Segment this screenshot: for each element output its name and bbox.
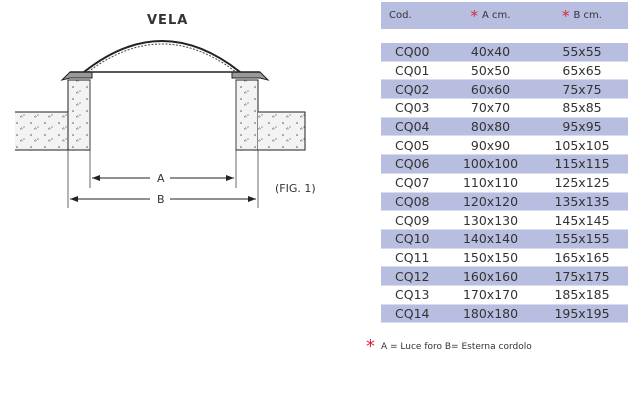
cell-b: 195x195 <box>554 305 610 321</box>
cell-code: CQ04 <box>395 119 430 135</box>
cell-code: CQ13 <box>395 287 430 303</box>
cell-b: 105x105 <box>554 137 610 153</box>
cell-code: CQ08 <box>395 193 430 209</box>
table-row: CQ01 50x50 65x65 <box>381 62 628 81</box>
cell-a: 120x120 <box>462 193 519 209</box>
cell-code: CQ02 <box>395 81 430 97</box>
cell-a: 60x60 <box>470 81 511 97</box>
table-row: CQ09 130x130 145x145 <box>381 211 628 230</box>
cell-a: 140x140 <box>462 231 519 247</box>
table-row: CQ02 60x60 75x75 <box>381 80 628 100</box>
cell-b: 145x145 <box>554 212 610 228</box>
table-row: CQ13 170x170 185x185 <box>381 286 628 305</box>
dimension-b-arrow-right <box>248 196 256 202</box>
header-spacer <box>381 29 628 43</box>
cell-b: 75x75 <box>562 81 602 97</box>
legend-text: A = Luce foro B= Esterna cordolo <box>381 342 532 352</box>
dimension-b-label: B <box>157 193 165 206</box>
drawing-title: VELA <box>147 13 188 28</box>
cell-code: CQ05 <box>395 137 430 153</box>
table-row: CQ07 110x110 125x125 <box>381 174 628 193</box>
table-row: CQ06 100x100 115x115 <box>381 155 628 174</box>
asterisk-icon: * <box>366 336 375 357</box>
cell-b: 135x135 <box>554 193 610 209</box>
header-b: * B cm. <box>536 6 628 25</box>
curb-right <box>235 79 259 151</box>
rim-right <box>231 71 270 81</box>
cell-b: 125x125 <box>554 175 610 191</box>
cell-a: 50x50 <box>470 63 511 79</box>
cell-code: CQ10 <box>395 231 430 247</box>
header-b-label: B cm. <box>573 10 602 21</box>
header-code: Cod. <box>389 10 412 21</box>
dimension-a-arrow-left <box>92 175 100 181</box>
cell-b: 165x165 <box>554 249 610 265</box>
cell-a: 110x110 <box>462 175 519 191</box>
table-row: CQ11 150x150 165x165 <box>381 249 628 268</box>
cell-b: 175x175 <box>554 268 610 284</box>
table-row: CQ03 70x70 85x85 <box>381 99 628 118</box>
table-row: CQ14 180x180 195x195 <box>381 304 628 324</box>
cell-a: 70x70 <box>470 100 511 116</box>
cell-a: 90x90 <box>470 137 511 153</box>
cell-b: 155x155 <box>554 231 610 247</box>
table-row: CQ00 40x40 55x55 <box>381 43 628 62</box>
dome-inner <box>87 43 237 73</box>
cell-code: CQ09 <box>395 212 430 228</box>
table-row: CQ04 80x80 95x95 <box>381 117 628 137</box>
rim-left <box>60 71 93 81</box>
cell-b: 55x55 <box>562 44 602 60</box>
cell-b: 95x95 <box>562 119 602 135</box>
table-row: CQ08 120x120 135x135 <box>381 192 628 212</box>
asterisk-icon: * <box>562 6 570 25</box>
figure-caption: (FIG. 1) <box>275 182 316 195</box>
cell-code: CQ06 <box>395 156 430 172</box>
cell-a: 100x100 <box>462 156 519 172</box>
cell-b: 85x85 <box>562 100 602 116</box>
cell-code: CQ11 <box>395 249 430 265</box>
cell-a: 40x40 <box>470 44 511 60</box>
skylight-section-drawing: VELA A B (FIG. 1) <box>15 13 316 208</box>
cell-code: CQ12 <box>395 268 430 284</box>
dimension-a-arrow-right <box>226 175 234 181</box>
cell-b: 185x185 <box>554 287 610 303</box>
slab-right <box>258 111 306 151</box>
cell-a: 80x80 <box>470 119 511 135</box>
cell-a: 160x160 <box>462 268 519 284</box>
table-row: CQ05 90x90 105x105 <box>381 136 628 156</box>
table-header: Cod. * A cm. * B cm. <box>381 2 628 29</box>
dimension-b-arrow-left <box>70 196 78 202</box>
cell-a: 130x130 <box>462 212 519 228</box>
cell-code: CQ07 <box>395 175 430 191</box>
cell-code: CQ03 <box>395 100 430 116</box>
legend: * A = Luce foro B= Esterna cordolo <box>366 336 532 357</box>
cell-b: 65x65 <box>562 63 602 79</box>
cell-b: 115x115 <box>554 156 610 172</box>
asterisk-icon: * <box>470 6 479 25</box>
cell-code: CQ00 <box>395 44 430 60</box>
cell-a: 170x170 <box>462 287 519 303</box>
cell-a: 180x180 <box>462 305 519 321</box>
cell-code: CQ14 <box>395 305 430 321</box>
dome-shell <box>83 40 241 73</box>
header-a-label: A cm. <box>482 10 511 21</box>
slab-left <box>15 111 69 151</box>
dimension-a-label: A <box>157 172 165 185</box>
curb-left <box>67 79 91 151</box>
header-a: * A cm. <box>445 6 536 25</box>
table-row: CQ10 140x140 155x155 <box>381 229 628 249</box>
cell-a: 150x150 <box>462 249 519 265</box>
table-row: CQ12 160x160 175x175 <box>381 267 628 286</box>
cell-code: CQ01 <box>395 63 430 79</box>
